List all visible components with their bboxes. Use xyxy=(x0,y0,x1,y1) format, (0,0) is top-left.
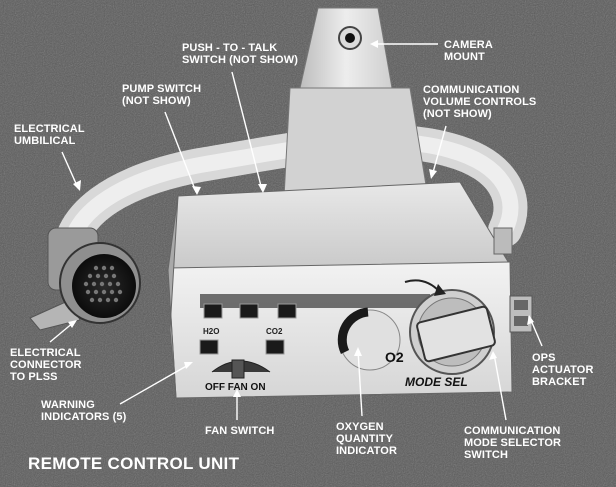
figure-title: REMOTE CONTROL UNIT xyxy=(28,454,240,473)
leader-lines xyxy=(49,43,543,421)
label-pump-switch: PUMP SWITCH (NOT SHOW) xyxy=(122,83,202,107)
warning-indicators xyxy=(199,294,430,355)
label-fan-switch: FAN SWITCH xyxy=(205,425,275,437)
label-warning-indicators: WARNING INDICATORS (5) xyxy=(41,399,127,423)
label-electrical-umbilical: ELECTRICAL UMBILICAL xyxy=(14,123,85,147)
label-electrical-connector: ELECTRICAL CONNECTOR TO PLSS xyxy=(10,347,82,383)
h2o-marking: H2O xyxy=(203,327,219,336)
mode-sel-marking: MODE SEL xyxy=(405,375,468,389)
housing-top xyxy=(167,181,511,271)
electrical-connector xyxy=(29,227,141,331)
o2-marking: O2 xyxy=(385,349,404,365)
housing-side xyxy=(167,195,179,399)
label-oxygen-quantity-indicator: OXYGEN QUANTITY INDICATOR xyxy=(336,421,397,457)
label-push-to-talk-switch: PUSH - TO - TALK SWITCH (NOT SHOW) xyxy=(182,42,298,66)
co2-marking: CO2 xyxy=(266,327,283,336)
communication-mode-selector xyxy=(404,279,496,375)
fan-switch xyxy=(211,359,271,379)
label-ops-actuator-bracket: OPS ACTUATOR BRACKET xyxy=(532,352,594,388)
ops-actuator-bracket xyxy=(493,227,533,333)
label-communication-volume-controls: COMMUNICATION VOLUME CONTROLS (NOT SHOW) xyxy=(423,84,537,120)
leader-arrowheads xyxy=(68,40,534,397)
fan-switch-marking: OFF FAN ON xyxy=(205,382,266,393)
label-communication-mode-selector: COMMUNICATION MODE SELECTOR SWITCH xyxy=(464,425,562,461)
label-camera-mount: CAMERA MOUNT xyxy=(444,39,493,63)
